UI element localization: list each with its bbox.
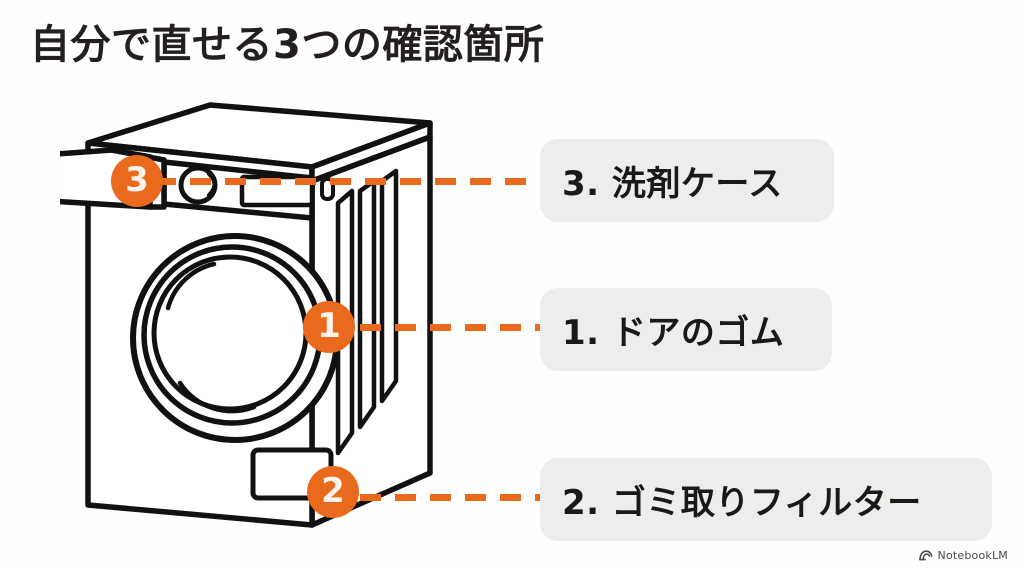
door-highlight-arc-lower: [177, 380, 257, 414]
marker-badge-2[interactable]: 2: [307, 466, 359, 518]
page-title: 自分で直せる3つの確認箇所: [30, 22, 545, 68]
door-highlight-arc-upper: [165, 261, 217, 311]
connector-line-3: [120, 178, 550, 185]
notebooklm-logo-icon: [918, 550, 933, 561]
washing-machine-illustration: [60, 95, 490, 555]
connector-line-2: [325, 494, 550, 501]
door-glass-ring: [151, 254, 309, 412]
marker-badge-1[interactable]: 1: [303, 301, 355, 353]
notebooklm-watermark-label: NotebookLM: [937, 549, 1008, 562]
label-chip-door-gasket: 1. ドアのゴム: [540, 288, 832, 371]
label-chip-lint-filter: 2. ゴミ取りフィルター: [540, 458, 992, 541]
connector-line-1: [325, 324, 550, 331]
marker-badge-3[interactable]: 3: [111, 155, 163, 207]
side-vent-3: [379, 168, 399, 404]
side-vent-2: [357, 178, 377, 430]
label-chip-detergent-case: 3. 洗剤ケース: [540, 139, 834, 222]
notebooklm-watermark: NotebookLM: [918, 549, 1008, 562]
